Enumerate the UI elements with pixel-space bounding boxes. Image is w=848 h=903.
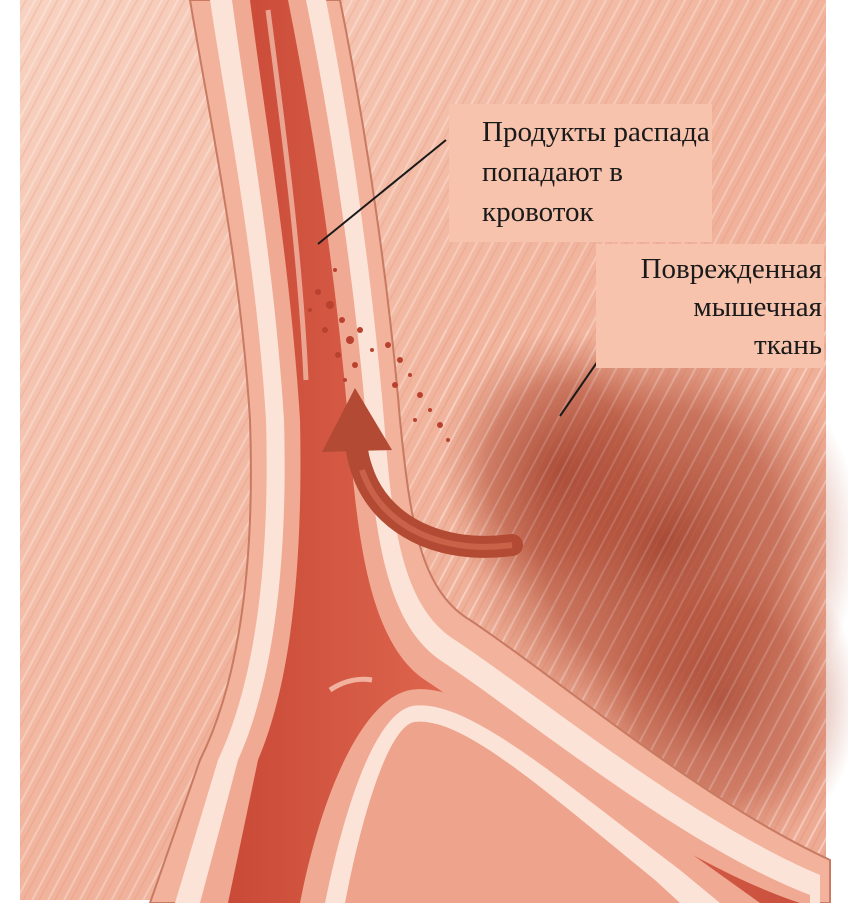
label-line: ткань xyxy=(596,326,822,364)
label-line: Продукты распада xyxy=(482,112,712,152)
label-damaged-tissue: Поврежденная мышечная ткань xyxy=(596,244,824,368)
label-line: Поврежденная xyxy=(596,250,822,288)
label-line: мышечная xyxy=(596,288,822,326)
label-breakdown-products: Продукты распада попадают в кровоток xyxy=(449,104,712,242)
label-line: попадают в xyxy=(482,152,712,192)
label-line: кровоток xyxy=(482,192,712,232)
